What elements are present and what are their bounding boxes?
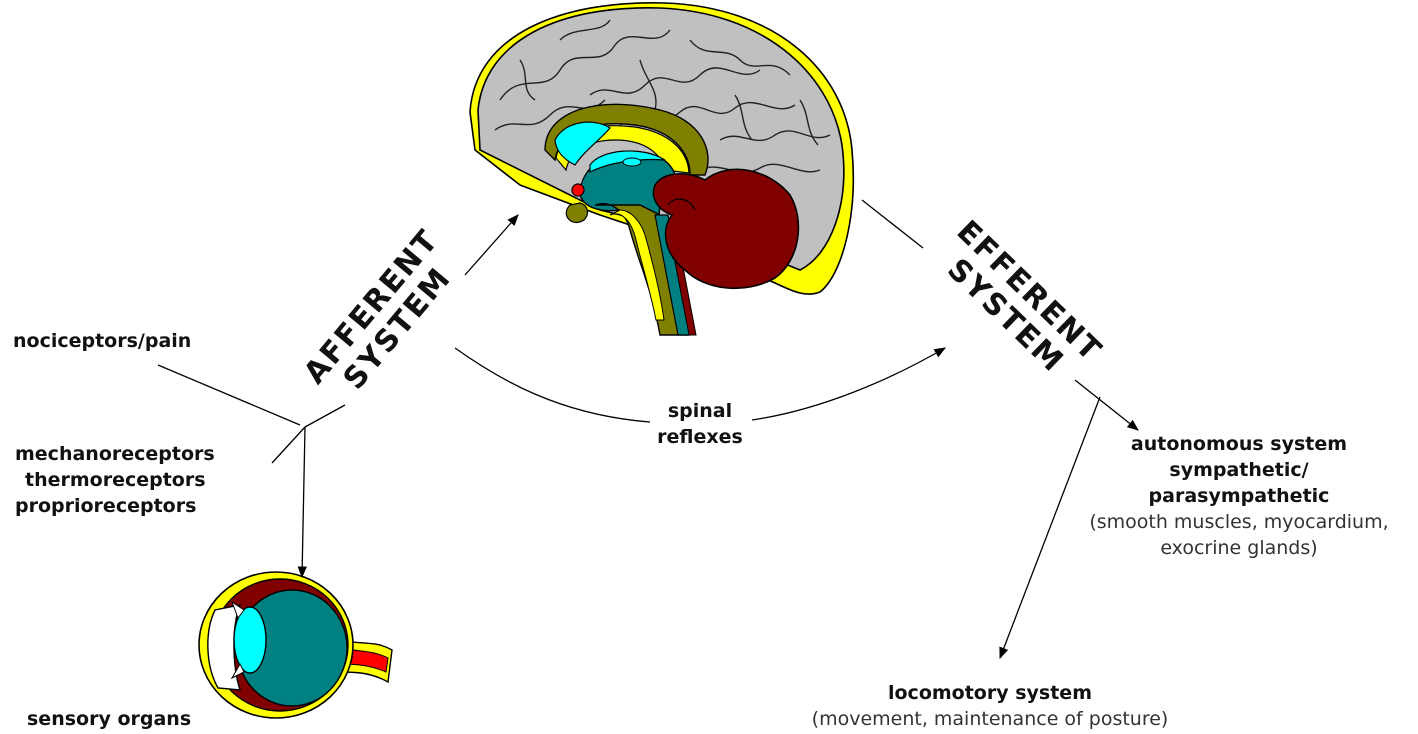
convergence-to-afferent [304, 404, 346, 428]
spinal-reflex-arrow [454, 347, 651, 423]
lens [233, 606, 267, 674]
locomotory-detail: (movement, maintenance of posture) [811, 708, 1169, 730]
nociceptors-label: nociceptors/pain [13, 330, 192, 352]
autonomous-arrow [1074, 379, 1139, 431]
parasympathetic-label: parasympathetic [1148, 485, 1330, 507]
mechanoreceptors-label: mechanoreceptors [15, 443, 215, 465]
thermoreceptors-label: thermoreceptors [25, 469, 206, 491]
eye-arrow [297, 426, 307, 579]
locomotory-title: locomotory system [887, 682, 1092, 704]
autonomous-system-block: autonomous system sympathetic/ parasympa… [1064, 431, 1414, 561]
spinal-reflexes-label: spinal reflexes [630, 398, 770, 450]
brain-gyri [494, 19, 831, 173]
autonomous-detail-1: (smooth muscles, myocardium, [1089, 511, 1389, 533]
receptors-group: mechanoreceptors thermoreceptors proprio… [15, 441, 215, 519]
afferent-arrow [464, 214, 519, 276]
sensory-organs-label: sensory organs [27, 708, 192, 730]
connector-lines [157, 199, 1139, 660]
efferent-line [861, 199, 924, 249]
autonomous-detail-2: exocrine glands) [1160, 537, 1318, 559]
sympathetic-label: sympathetic/ [1169, 459, 1309, 481]
nociceptor-line [157, 364, 301, 426]
reflexes-word: reflexes [657, 426, 743, 448]
locomotory-arrow [999, 396, 1101, 660]
autonomous-title: autonomous system [1130, 433, 1348, 455]
lateral-ventricle [554, 121, 611, 166]
hypothalamus [571, 183, 585, 197]
brain-illustration [469, 2, 855, 336]
mechanoreceptor-line [271, 426, 306, 464]
cerebellum [652, 168, 800, 290]
proprioreceptors-label: proprioreceptors [15, 495, 197, 517]
eye-illustration [198, 571, 393, 719]
locomotory-system-block: locomotory system (movement, maintenance… [780, 680, 1200, 732]
spinal-word: spinal [667, 400, 733, 422]
pituitary [565, 202, 589, 224]
